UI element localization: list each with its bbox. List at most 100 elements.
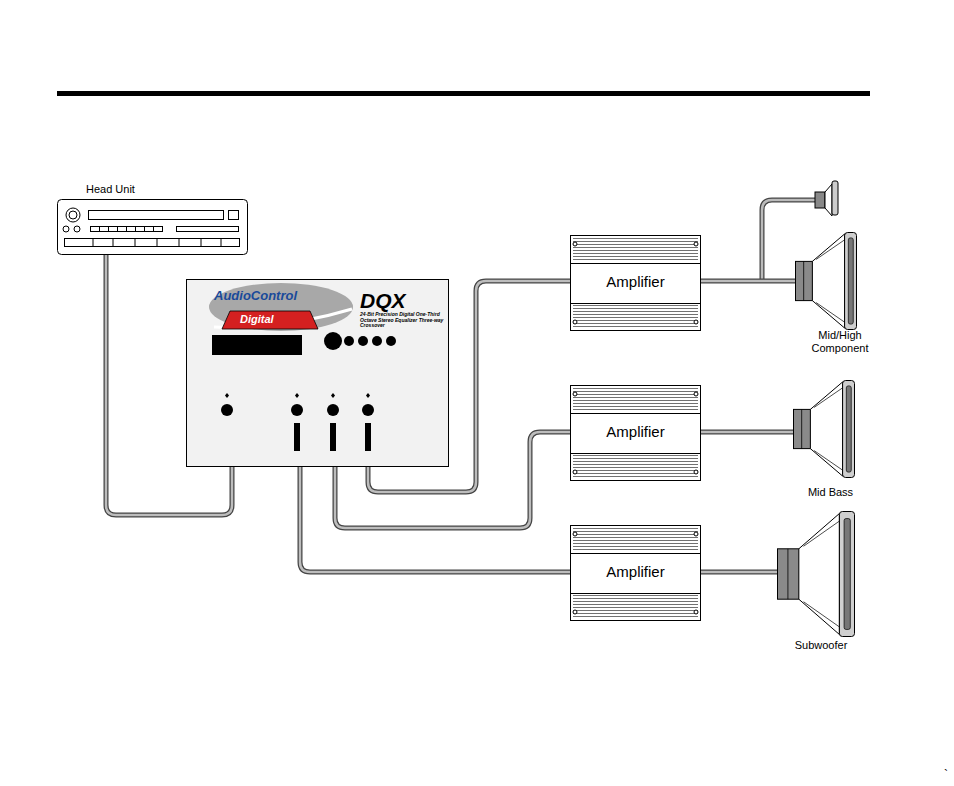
- screw: [573, 610, 577, 614]
- shape: [136, 227, 145, 232]
- screw: [573, 470, 577, 474]
- surround: [845, 233, 857, 330]
- shape: [201, 239, 202, 247]
- shape: [846, 386, 851, 472]
- fin: [573, 549, 698, 550]
- speaker: Mid/High Component: [795, 232, 880, 354]
- cable-core: [300, 467, 570, 572]
- shape: [154, 227, 163, 232]
- slider: [365, 423, 371, 451]
- processor-outline: [186, 279, 449, 467]
- screw: [573, 242, 577, 246]
- knob: [221, 404, 233, 416]
- shape: [91, 227, 100, 232]
- node-text: Subwoofer: [777, 639, 865, 652]
- fin: [573, 616, 698, 617]
- fin: [573, 598, 698, 599]
- shape: [803, 261, 804, 300]
- fin: [573, 250, 698, 251]
- screw: [694, 320, 698, 324]
- shape: [816, 303, 845, 323]
- fin: [573, 244, 698, 245]
- shape: [113, 239, 114, 247]
- fin: [573, 540, 698, 541]
- fin: [573, 253, 698, 254]
- fin: [573, 323, 698, 324]
- fin: [573, 311, 698, 312]
- speaker: Subwoofer: [777, 511, 867, 654]
- shape: [93, 239, 94, 247]
- cone: [812, 234, 844, 328]
- shape: [801, 409, 802, 448]
- fin: [573, 320, 698, 321]
- shape: [127, 227, 136, 232]
- shape: [804, 521, 840, 546]
- led: [331, 393, 335, 398]
- fin: [573, 458, 698, 459]
- surround: [843, 381, 855, 478]
- fin: [573, 256, 698, 257]
- fin: [573, 613, 698, 614]
- shape: [69, 211, 77, 219]
- cable: [701, 281, 795, 282]
- amplifier: Amplifier: [570, 235, 701, 331]
- fin: [573, 308, 698, 309]
- shape: [804, 602, 840, 627]
- logo-swoosh: [209, 283, 353, 331]
- surround: [839, 512, 854, 637]
- fin: [573, 403, 698, 404]
- node-text: Amplifier: [570, 273, 701, 290]
- knob: [324, 332, 342, 350]
- shape: [135, 239, 136, 247]
- knob: [291, 404, 303, 416]
- node-text: 24-Bit Precision Digital One-Third Octav…: [360, 312, 446, 329]
- shape: [814, 388, 843, 408]
- cable: [300, 467, 570, 572]
- fin: [573, 259, 698, 260]
- button: [358, 336, 368, 346]
- button: [372, 336, 382, 346]
- fin: [573, 470, 698, 471]
- fin: [573, 528, 698, 529]
- cable-outline: [701, 279, 795, 284]
- logo-band: [222, 311, 318, 329]
- speaker-outline: [793, 380, 868, 500]
- magnet: [796, 261, 813, 300]
- amplifier-body: [571, 236, 701, 331]
- button: [386, 336, 396, 346]
- node-text: AudioControl: [214, 289, 354, 304]
- cone: [810, 382, 842, 476]
- fin: [573, 455, 698, 456]
- fin: [573, 467, 698, 468]
- fin: [573, 317, 698, 318]
- speaker: [794, 381, 855, 478]
- amplifier-panel: [571, 554, 701, 594]
- fin: [573, 409, 698, 410]
- shape: [229, 211, 239, 220]
- node-text: Mid Bass: [793, 486, 868, 499]
- shape: [221, 239, 222, 247]
- magnet: [778, 549, 800, 599]
- shape: [787, 549, 788, 599]
- shape: [118, 227, 127, 232]
- speaker: [778, 512, 855, 637]
- node-text: Amplifier: [570, 423, 701, 440]
- cable-core: [701, 280, 795, 283]
- speaker: Mid Bass: [793, 380, 868, 500]
- magnet: [794, 409, 811, 448]
- screw: [694, 242, 698, 246]
- cable-outline: [701, 430, 793, 435]
- speaker-outline: [777, 511, 867, 654]
- fin: [573, 388, 698, 389]
- fin: [573, 607, 698, 608]
- cable: [701, 432, 793, 433]
- fin: [573, 531, 698, 532]
- fin: [573, 604, 698, 605]
- shape: [89, 211, 224, 220]
- fin: [573, 537, 698, 538]
- knob: [327, 404, 339, 416]
- shape: [66, 208, 80, 222]
- head-unit-outline: [57, 180, 249, 255]
- shape: [816, 240, 845, 260]
- amplifier-panel: [571, 264, 701, 304]
